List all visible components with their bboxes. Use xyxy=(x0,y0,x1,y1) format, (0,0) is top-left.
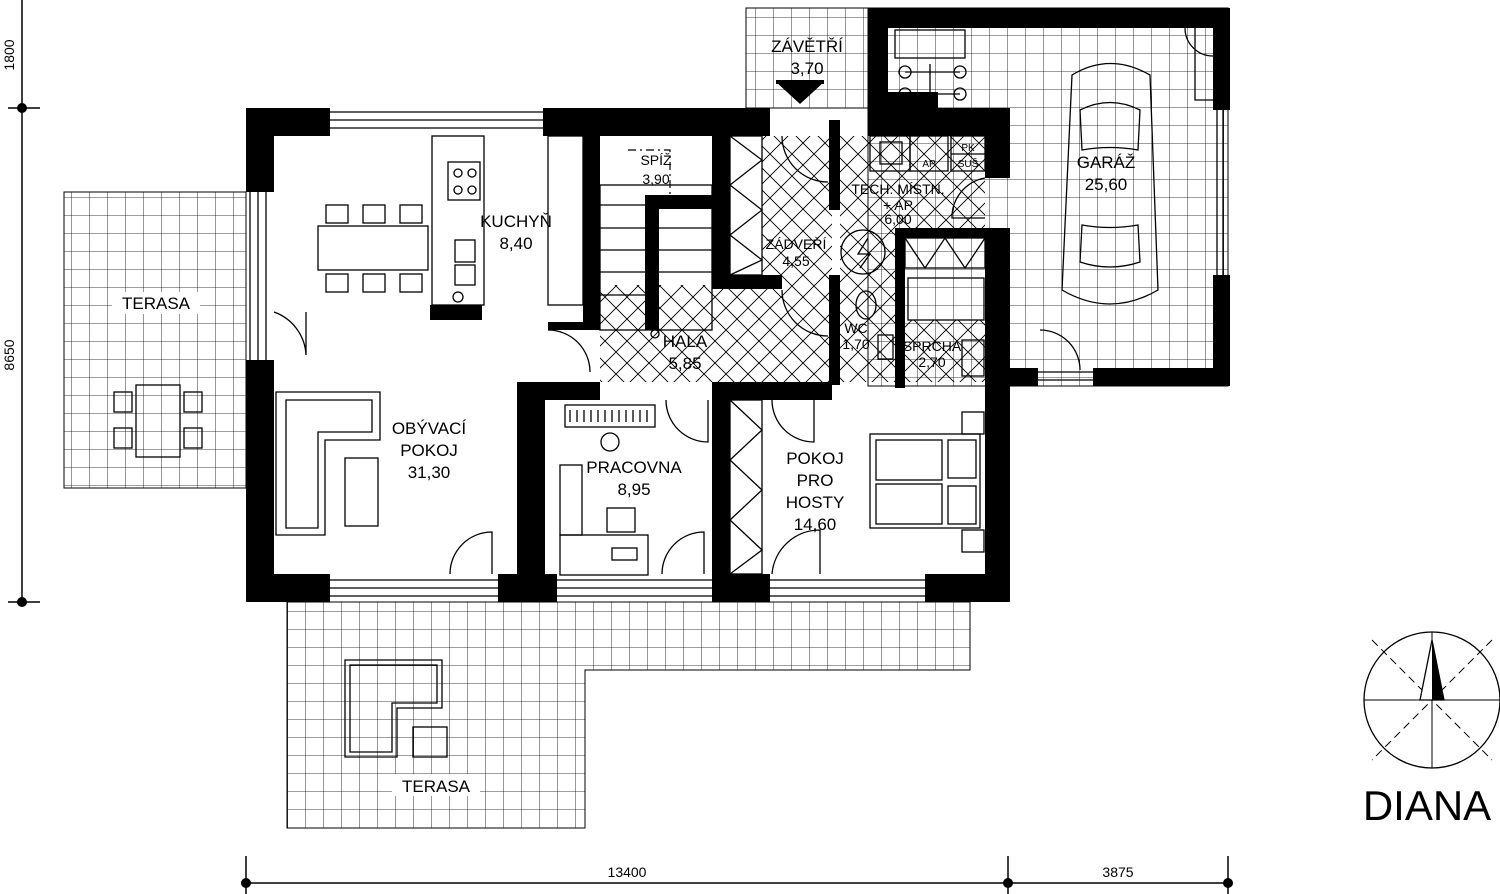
ap-label: AP xyxy=(922,159,936,170)
obyvaci-area: 31,30 xyxy=(408,463,451,482)
office-furniture xyxy=(559,404,656,576)
walls xyxy=(246,8,1230,602)
wc-name: WC xyxy=(844,320,867,336)
tech-fixtures xyxy=(840,135,986,377)
north-arrow-icon xyxy=(1363,631,1500,769)
dim-1800: 1800 xyxy=(1,39,17,70)
garaz-area: 25,60 xyxy=(1085,175,1128,194)
hoste-name2: PRO xyxy=(797,471,834,490)
dim-3875: 3875 xyxy=(1102,864,1133,880)
tech-floor xyxy=(840,136,985,228)
entrance-arrow xyxy=(776,82,824,104)
hala-floor xyxy=(600,285,832,382)
terasa-bottom-name: TERASA xyxy=(402,777,471,796)
car xyxy=(1061,62,1159,305)
spiz-name: SPÍŽ xyxy=(640,152,672,168)
kitchen-furniture xyxy=(317,135,584,306)
terrace-furniture xyxy=(113,384,448,758)
sus-label: SUŠ xyxy=(958,157,979,170)
zadveri-floor xyxy=(762,136,832,285)
dimension-vertical: 1800 8650 xyxy=(1,0,40,607)
zadveri-area: 4,55 xyxy=(782,253,809,269)
spiz-area: 3,90 xyxy=(642,171,669,187)
kuchyn-area: 8,40 xyxy=(499,234,532,253)
zavetri-name: ZÁVĚTŘÍ xyxy=(771,37,843,56)
living-furniture xyxy=(275,387,541,571)
dim-13400: 13400 xyxy=(608,864,647,880)
terasa-left-name: TERASA xyxy=(122,294,191,313)
wardrobes xyxy=(728,135,986,575)
wc-area: 1,70 xyxy=(842,336,869,352)
kuchyn-name: KUCHYŇ xyxy=(480,212,552,231)
dimension-horizontal: 13400 3875 xyxy=(241,856,1233,894)
sprcha-area: 2,70 xyxy=(918,354,945,370)
tech-area: 6,00 xyxy=(884,211,911,227)
tech-name2: + AP xyxy=(883,197,913,213)
hoste-name: POKOJ xyxy=(786,449,844,468)
doors xyxy=(273,27,1214,575)
project-name: DIANA xyxy=(1363,782,1491,829)
obyvaci-name: OBÝVACÍ xyxy=(392,419,467,438)
windows xyxy=(249,110,1224,597)
terrace-left xyxy=(63,191,247,489)
room-labels: ZÁVĚTŘÍ 3,70 GARÁŽ 25,60 KUCHYŇ 8,40 SPÍ… xyxy=(112,37,1135,796)
zavetri-area: 3,70 xyxy=(790,59,823,78)
pracovna-name: PRACOVNA xyxy=(586,458,682,477)
garaz-name: GARÁŽ xyxy=(1077,153,1136,172)
tech-name: TECH. MÍSTN. xyxy=(851,181,944,197)
hoste-area: 14,60 xyxy=(794,515,837,534)
zadveri-name: ZÁDVEŘÍ xyxy=(766,236,827,252)
sprcha-name: SPRCHA xyxy=(903,338,962,354)
stairs xyxy=(599,149,713,339)
dim-8650: 8650 xyxy=(1,339,17,370)
bicycles xyxy=(894,29,967,102)
hala-area: 5,85 xyxy=(668,354,701,373)
pk-label: PK xyxy=(961,143,975,154)
obyvaci-name2: POKOJ xyxy=(400,441,458,460)
hala-name: HALA xyxy=(663,332,708,351)
pracovna-area: 8,95 xyxy=(617,480,650,499)
guest-bed xyxy=(869,411,985,553)
sprcha-floor xyxy=(905,320,985,382)
terrace-bottom xyxy=(286,601,971,829)
hoste-name3: HOSTY xyxy=(786,493,845,512)
